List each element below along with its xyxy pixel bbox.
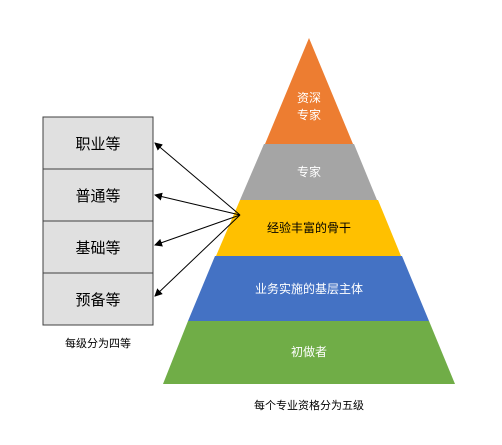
pyramid-level-grassroots xyxy=(188,256,429,321)
pyramid-level-beginner-label: 初做者 xyxy=(291,344,327,359)
arrow-to-grade-2 xyxy=(154,192,241,216)
pyramid-level-expert-label: 专家 xyxy=(297,164,321,179)
arrow-to-grade-4 xyxy=(154,214,241,297)
grade-box-3-label: 基础等 xyxy=(75,239,120,257)
grade-box-2 xyxy=(42,168,154,222)
arrow-to-grade-1 xyxy=(154,142,241,216)
grade-box-2-label: 普通等 xyxy=(75,187,120,205)
pyramid-caption: 每个专业资格分为五级 xyxy=(254,398,364,412)
grade-box-1 xyxy=(42,116,154,170)
grade-box-1-label: 职业等 xyxy=(75,135,120,153)
grades-caption: 每级分为四等 xyxy=(65,336,131,350)
pyramid-level-backbone xyxy=(216,200,401,256)
pyramid-level-senior-expert xyxy=(265,38,353,144)
pyramid-level-senior-expert-label-line2: 专家 xyxy=(297,107,321,122)
connector-arrows xyxy=(154,142,241,297)
pyramid-level-expert xyxy=(240,144,377,200)
pyramid-level-beginner xyxy=(163,321,455,384)
grade-box-3 xyxy=(42,220,154,274)
pyramid-level-backbone-label: 经验丰富的骨干 xyxy=(267,220,351,235)
pyramid-level-senior-expert-label-line1: 资深 xyxy=(297,91,321,105)
pyramid: 资深 专家 专家 经验丰富的骨干 业务实施的基层主体 初做者 xyxy=(163,38,455,384)
pyramid-level-grassroots-label: 业务实施的基层主体 xyxy=(255,281,363,296)
arrow-to-grade-3 xyxy=(154,214,241,247)
grade-boxes: 职业等 普通等 基础等 预备等 xyxy=(42,116,154,326)
grade-box-4-label: 预备等 xyxy=(75,291,120,309)
grade-box-4 xyxy=(42,272,154,326)
